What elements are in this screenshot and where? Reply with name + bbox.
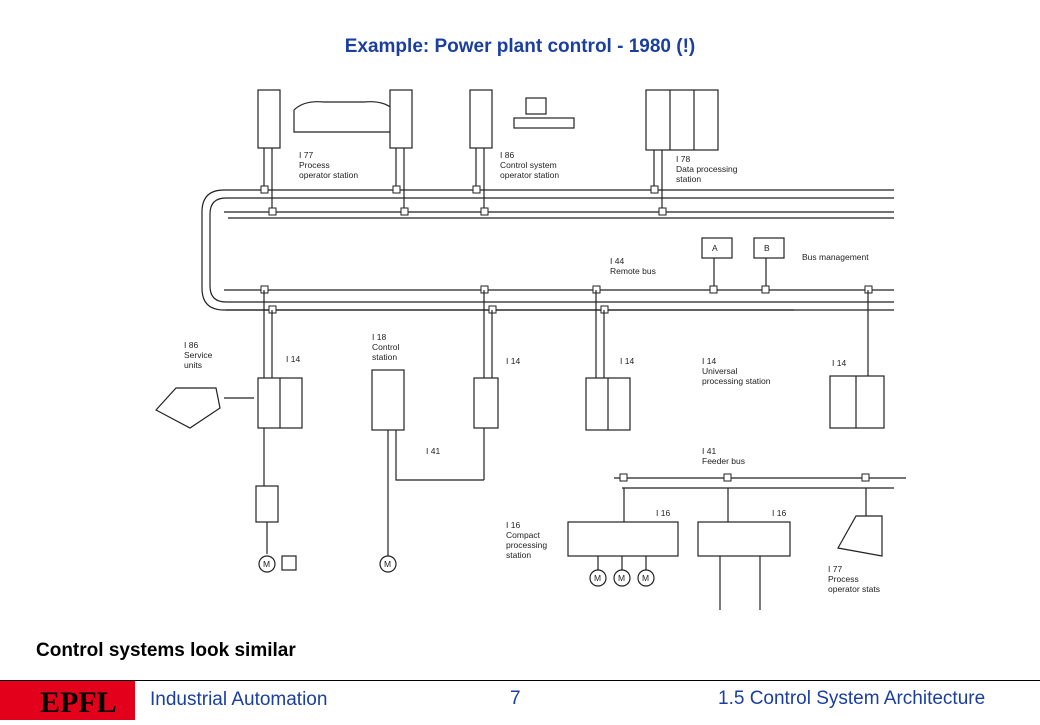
label-i18-1: I 18 bbox=[372, 332, 386, 342]
label-i14-a: I 14 bbox=[286, 354, 300, 364]
label-i77-stats-3: operator stats bbox=[828, 584, 880, 594]
label-motor-1: M bbox=[263, 559, 270, 569]
slide-caption: Control systems look similar bbox=[36, 640, 296, 661]
label-box-a: A bbox=[712, 243, 718, 253]
label-i14-b: I 14 bbox=[506, 356, 520, 366]
label-motor-5: M bbox=[642, 573, 649, 583]
power-plant-control-diagram: I 77 Process operator station I 86 Contr… bbox=[155, 89, 906, 610]
label-motor-3: M bbox=[594, 573, 601, 583]
process-operator-station: I 77 Process operator station bbox=[257, 89, 413, 210]
label-i14-universal-1: I 14 bbox=[702, 356, 716, 366]
footer-page-number: 7 bbox=[510, 688, 521, 709]
label-motor-4: M bbox=[618, 573, 625, 583]
processing-stations: I 14 I 18 Control station I 14 I 14 I 14… bbox=[257, 290, 885, 431]
label-i41-feeder-1: I 41 bbox=[702, 446, 716, 456]
label-i86-control-1: I 86 bbox=[500, 150, 514, 160]
compact-processing-stations: I 16 I 16 I 16 Compact processing statio… bbox=[506, 488, 791, 560]
label-i44-2: Remote bus bbox=[610, 266, 656, 276]
label-i41-feeder-2: Feeder bus bbox=[702, 456, 745, 466]
label-i86-control-3: operator station bbox=[500, 170, 559, 180]
label-i86-service-2: Service bbox=[184, 350, 213, 360]
footer-section: 1.5 Control System Architecture bbox=[718, 688, 986, 709]
process-operator-stats-terminal: I 77 Process operator stats bbox=[828, 488, 883, 594]
remote-bus: I 44 Remote bus A B Bus management bbox=[224, 237, 894, 314]
label-i77-process-3: operator station bbox=[299, 170, 358, 180]
label-i77-process-2: Process bbox=[299, 160, 330, 170]
data-processing-station: I 78 Data processing station bbox=[645, 89, 738, 210]
label-i41: I 41 bbox=[426, 446, 440, 456]
label-i16-b: I 16 bbox=[772, 508, 786, 518]
control-system-operator-station: I 86 Control system operator station bbox=[469, 89, 575, 210]
label-i86-service-1: I 86 bbox=[184, 340, 198, 350]
label-i77-process-1: I 77 bbox=[299, 150, 313, 160]
field-devices: M M M M M bbox=[255, 428, 761, 610]
label-i86-control-2: Control system bbox=[500, 160, 557, 170]
label-i78-1: I 78 bbox=[676, 154, 690, 164]
feeder-bus: I 41 I 41 Feeder bus bbox=[395, 428, 906, 489]
service-unit: I 86 Service units bbox=[155, 340, 254, 429]
label-i14-universal-2: Universal bbox=[702, 366, 738, 376]
label-i77-stats-2: Process bbox=[828, 574, 859, 584]
label-i44-1: I 44 bbox=[610, 256, 624, 266]
label-i18-3: station bbox=[372, 352, 397, 362]
footer-course: Industrial Automation bbox=[150, 689, 328, 710]
label-i16-compact-1: I 16 bbox=[506, 520, 520, 530]
top-bus bbox=[201, 185, 894, 311]
label-i16-a: I 16 bbox=[656, 508, 670, 518]
epfl-logo: EPFL bbox=[0, 681, 135, 720]
label-i78-2: Data processing bbox=[676, 164, 738, 174]
footer-divider bbox=[0, 680, 1040, 681]
label-i16-compact-2: Compact bbox=[506, 530, 541, 540]
label-i14-c: I 14 bbox=[620, 356, 634, 366]
label-i14-d: I 14 bbox=[832, 358, 846, 368]
slide-title: Example: Power plant control - 1980 (!) bbox=[344, 36, 696, 57]
label-i18-2: Control bbox=[372, 342, 400, 352]
label-i16-compact-3: processing bbox=[506, 540, 547, 550]
label-bus-management: Bus management bbox=[802, 252, 869, 262]
label-motor-2: M bbox=[384, 559, 391, 569]
label-i78-3: station bbox=[676, 174, 701, 184]
label-i77-stats-1: I 77 bbox=[828, 564, 842, 574]
label-i16-compact-4: station bbox=[506, 550, 531, 560]
svg-text:EPFL: EPFL bbox=[40, 686, 117, 719]
label-i14-universal-3: processing station bbox=[702, 376, 771, 386]
label-box-b: B bbox=[764, 243, 770, 253]
label-i86-service-3: units bbox=[184, 360, 202, 370]
